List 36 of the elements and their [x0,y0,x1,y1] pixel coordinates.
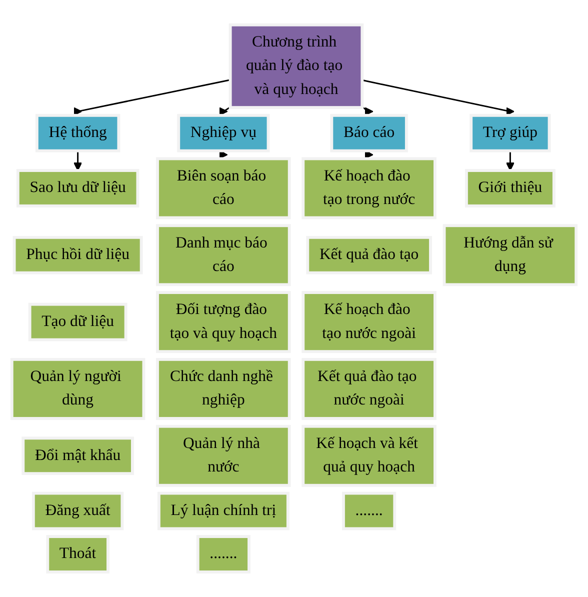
node-box [46,535,110,574]
node-box [342,492,396,530]
node-box [330,114,408,152]
node-box [196,535,250,574]
node-box [156,224,291,286]
node-box [156,424,291,487]
node-box [157,492,290,530]
arrow [220,106,231,114]
arrow [74,79,230,115]
arrow [362,106,373,114]
node-box [302,358,436,420]
node-box [156,157,291,220]
node-box [156,291,291,354]
arrow [73,150,82,171]
node-box [22,436,134,476]
node-box [306,236,432,274]
node-box [177,114,270,152]
node-box [35,114,120,152]
node-box [16,169,140,208]
node-box [464,169,556,208]
node-box [28,302,128,342]
arrow [362,80,514,115]
arrow [364,150,374,160]
flowchart-diagram: Chương trình quản lý đào tạo và quy hoạch Hệ thống Nghiệp vụ Báo cáo Trợ giúp Sao lưu dữ liệu Phục hồi dữ liệu Tạo dữ liệu Quản lý người dùng Đổi mật khẩu Đăng xuất Thoát Biên soạn báo cáo Danh mục báo cáo Đối tượng đào tạo và quy hoạch Chức danh nghề nghiệp Quản lý nhà nước Lý luận chính trị ....... Kế hoạch đào tạo trong nước Kết quả đào tạo Kế hoạch đào tạo nước ngoài Kết quả đào tạo nước ngoài Kế hoạch và kết quả quy hoạch ....... Giới thiệu Hướng dẫn sử dụng [4,17,584,580]
node-box [12,236,143,274]
node-box [302,424,436,487]
arrow [506,150,515,171]
node-box [302,291,436,354]
node-box [302,157,436,220]
node-box [156,358,291,420]
node-box [228,23,364,110]
node-box [10,358,146,420]
node-box [32,492,124,530]
node-box [442,224,578,286]
node-box [470,114,551,152]
arrow [219,150,228,160]
